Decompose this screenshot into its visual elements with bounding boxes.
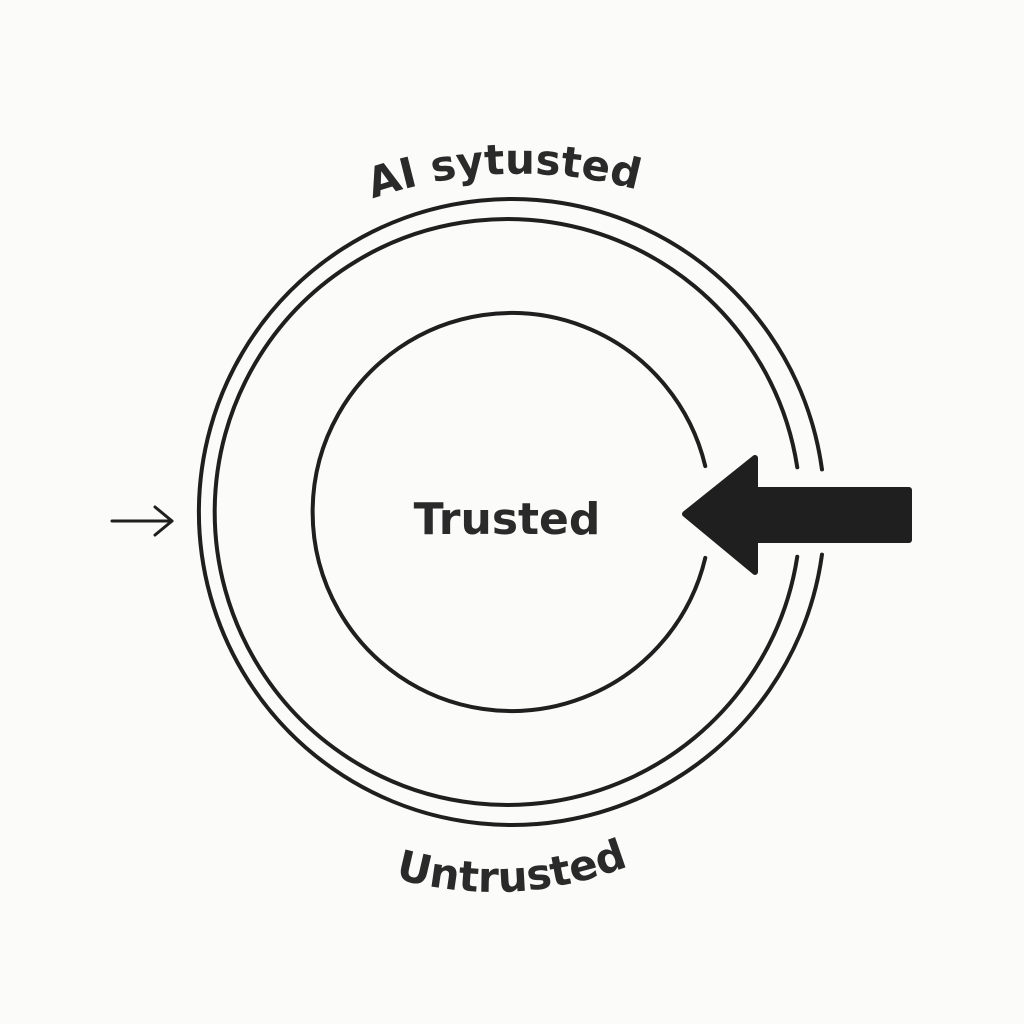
- center-label: Trusted: [414, 494, 601, 545]
- small-right-arrow-icon: [110, 505, 174, 537]
- top-label: AI sytusted: [361, 135, 646, 208]
- outer-ring: [196, 197, 824, 827]
- inner-ring: [310, 311, 708, 713]
- bottom-label: Untrusted: [393, 829, 633, 902]
- middle-ring: [212, 217, 800, 807]
- large-left-arrow-icon: [682, 455, 912, 575]
